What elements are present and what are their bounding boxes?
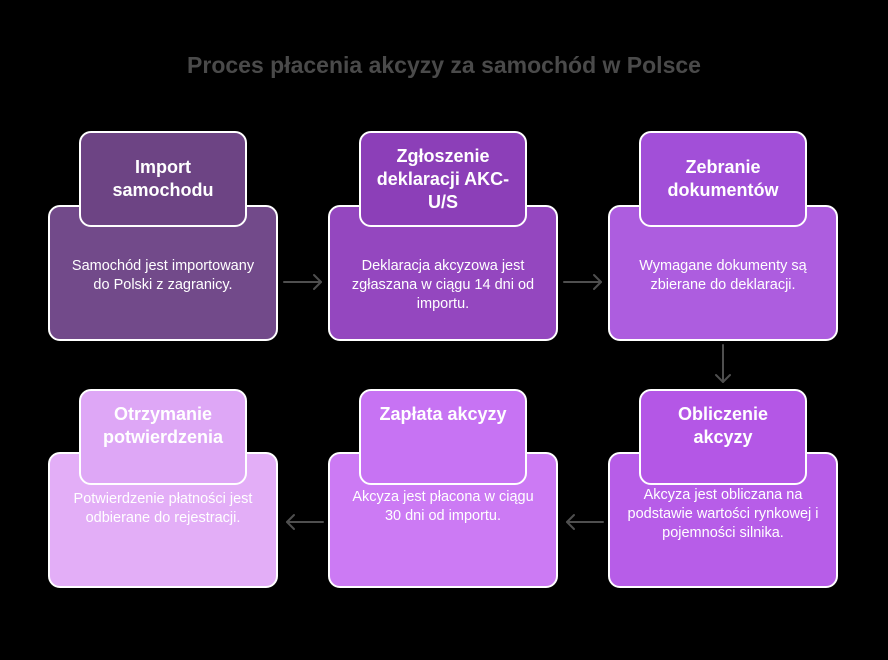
diagram-title: Proces płacenia akcyzy za samochód w Pol… — [187, 52, 701, 78]
step-6-heading: Otrzymanie potwierdzenia — [102, 404, 223, 447]
step-4-heading: Obliczenie akcyzy — [677, 404, 769, 447]
step-2-heading: Zgłoszenie deklaracji AKC-U/S — [376, 145, 510, 212]
step-6-heading-box: Otrzymanie potwierdzenia — [79, 389, 247, 485]
step-6-text: Potwierdzenie płatności jest odbierane d… — [73, 491, 253, 526]
step-3-text: Wymagane dokumenty są zbierane do deklar… — [639, 258, 807, 293]
step-2-text: Deklaracja akcyzowa jest zgłaszana w cią… — [351, 258, 535, 312]
step-2-heading-box: Zgłoszenie deklaracji AKC-U/S — [359, 131, 527, 227]
step-3-heading-box: Zebranie dokumentów — [639, 131, 807, 227]
step-5-heading: Zapłata akcyzy — [379, 404, 507, 424]
step-1-body: Samochód jest importowany do Polski z za… — [48, 205, 278, 341]
step-1-text: Samochód jest importowany do Polski z za… — [71, 258, 255, 293]
step-2-body: Deklaracja akcyzowa jest zgłaszana w cią… — [328, 205, 558, 341]
step-3-heading: Zebranie dokumentów — [667, 157, 779, 200]
step-5-heading-box: Zapłata akcyzy — [359, 389, 527, 485]
arrow-4-to-5 — [566, 514, 604, 530]
arrow-5-to-6 — [286, 514, 324, 530]
step-1-heading: Import samochodu — [112, 157, 214, 200]
arrow-1-to-2 — [283, 274, 322, 290]
arrow-2-to-3 — [563, 274, 602, 290]
step-5-text: Akcyza jest płacona w ciągu 30 dni od im… — [352, 489, 534, 524]
step-4-heading-box: Obliczenie akcyzy — [639, 389, 807, 485]
step-3-body: Wymagane dokumenty są zbierane do deklar… — [608, 205, 838, 341]
step-4-text: Akcyza jest obliczana na podstawie warto… — [627, 487, 819, 541]
arrow-3-to-4 — [715, 344, 731, 383]
step-1-heading-box: Import samochodu — [79, 131, 247, 227]
